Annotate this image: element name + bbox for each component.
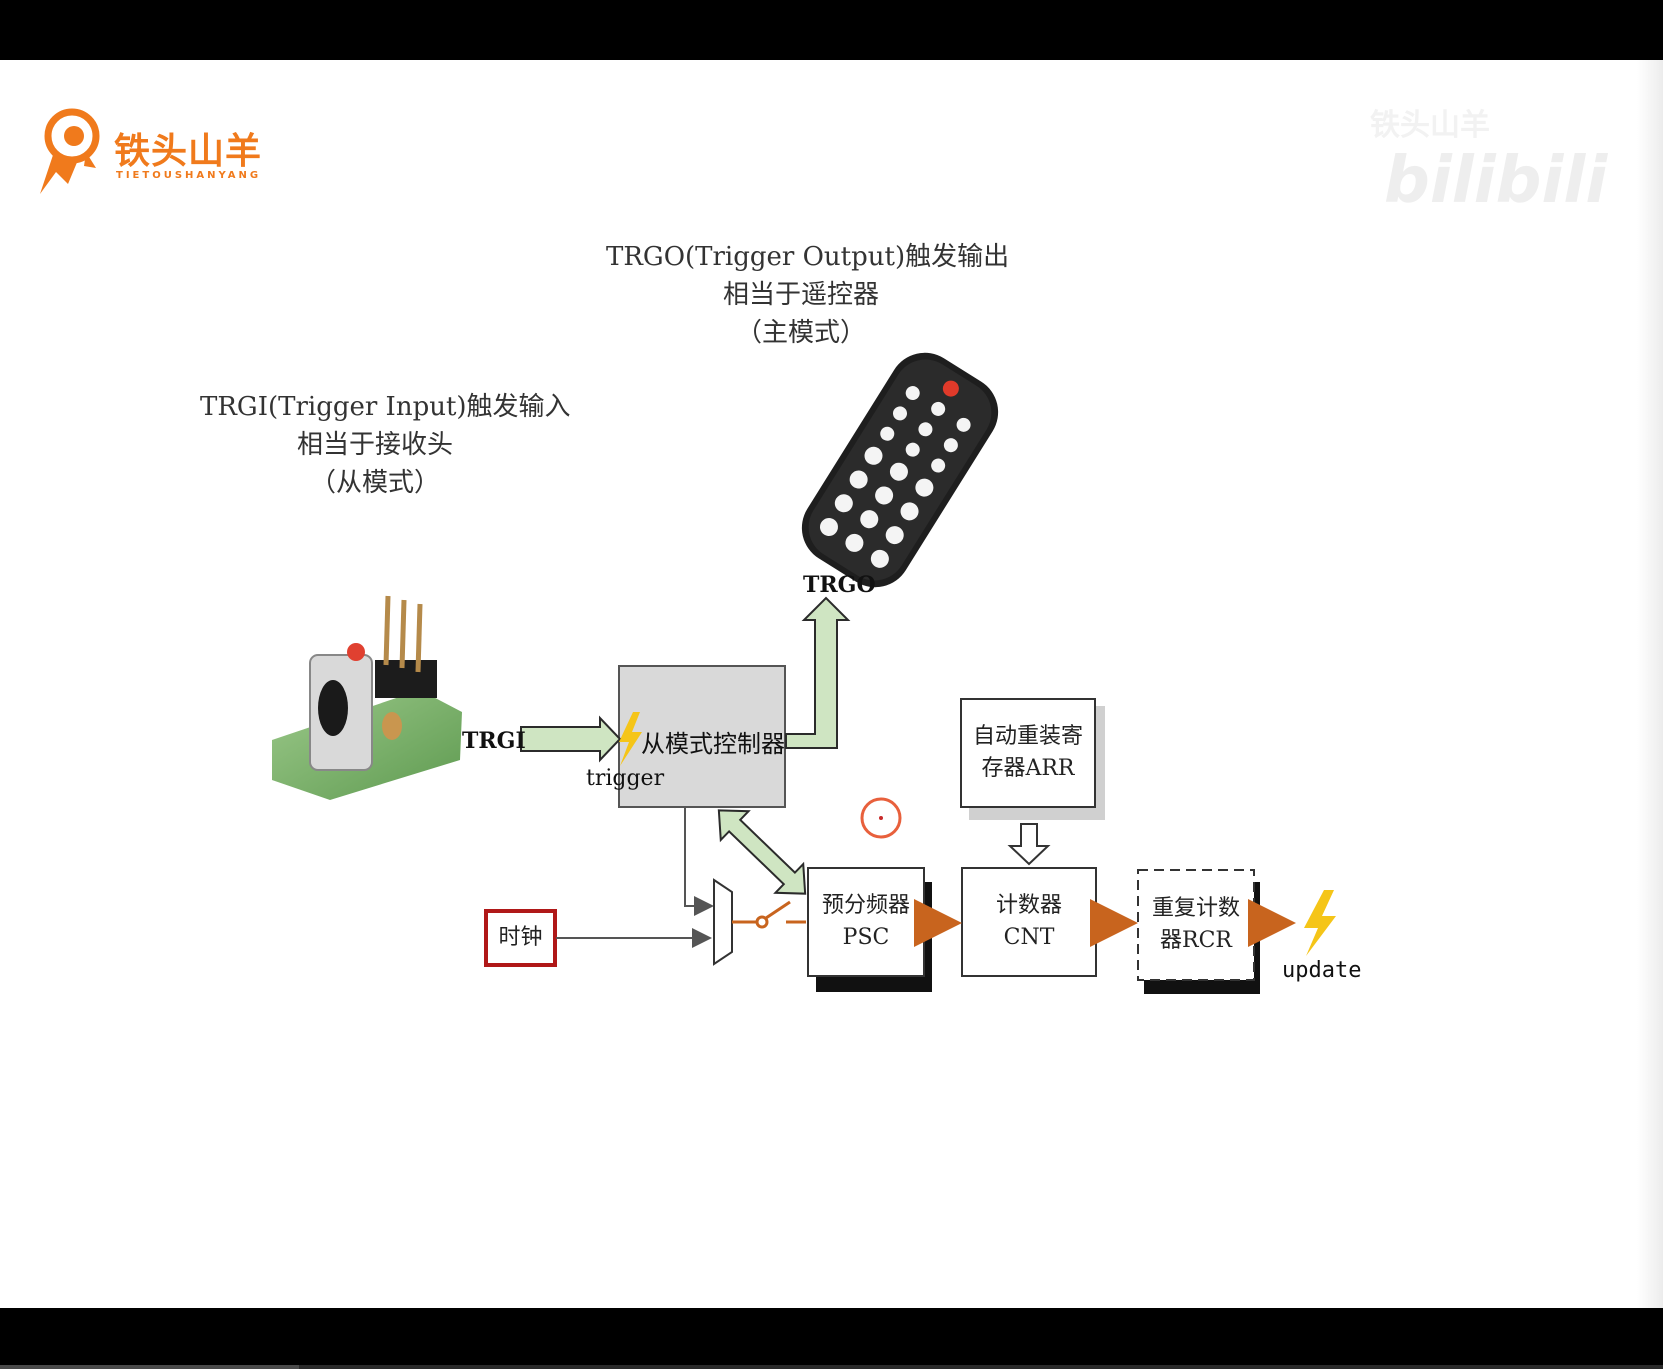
rcr-label-line2: 器RCR: [1160, 928, 1232, 953]
update-label: update: [1282, 958, 1362, 983]
trgo-caption-line3: （主模式）: [735, 318, 866, 348]
switch-icon: [732, 900, 806, 929]
psc-label-line1: 预分频器: [821, 893, 910, 918]
rcr-label-line1: 重复计数: [1151, 896, 1240, 921]
progress-track[interactable]: [0, 1365, 1663, 1369]
cursor-target-icon: [860, 797, 902, 839]
logo-subtitle: TIETOUSHANYANG: [116, 170, 262, 181]
watermark-brand: bilibili: [1384, 144, 1608, 218]
slave-controller-label: 从模式控制器: [641, 730, 785, 758]
trgi-label: TRGI: [462, 728, 526, 754]
rcr-box: [1137, 869, 1255, 981]
arr-label: 自动重装寄 存器ARR: [961, 699, 1095, 807]
rcr-label: 重复计数 器RCR: [1138, 870, 1254, 980]
clock-box: [484, 909, 557, 967]
cnt-label: 计数器 CNT: [962, 868, 1096, 976]
trgi-caption-line2: 相当于接收头: [296, 430, 453, 460]
arr-label-line1: 自动重装寄: [972, 724, 1083, 749]
trgi-caption-line1: TRGI(Trigger Input)触发输入: [200, 392, 571, 422]
trgi-caption-line3: （从模式）: [309, 468, 440, 498]
slide-edge-shade: [1637, 60, 1663, 1308]
trgo-label: TRGO: [803, 572, 876, 598]
arr-box: [960, 698, 1096, 808]
cnt-label-line2: CNT: [1003, 925, 1055, 950]
trgi-caption: TRGI(Trigger Input)触发输入 相当于接收头 （从模式）: [200, 388, 571, 502]
progress-fill: [0, 1365, 300, 1369]
controller-lightning-icon: [619, 712, 642, 766]
trigger-label: trigger: [586, 766, 665, 791]
clock-mux: [713, 878, 733, 966]
trgo-caption: TRGO(Trigger Output)触发输出 相当于遥控器 （主模式）: [606, 238, 1010, 352]
watermark-uploader: 铁头山羊: [1370, 108, 1490, 143]
arr-label-line2: 存器ARR: [981, 756, 1075, 781]
logo: 铁头山羊 TIETOUSHANYANG: [34, 102, 274, 202]
controller-to-mux-line: [684, 808, 714, 916]
remote-control-icon: [801, 352, 999, 588]
update-lightning-icon: [1304, 890, 1336, 956]
trgo-arrow: [785, 596, 851, 749]
player-bottom-bar: [0, 1308, 1663, 1369]
slide: 铁头山羊 TIETOUSHANYANG 铁头山羊bilibili: [0, 60, 1663, 1308]
psc-label: 预分频器 PSC: [808, 868, 924, 976]
trgo-caption-line1: TRGO(Trigger Output)触发输出: [606, 242, 1010, 272]
ir-receiver-module-icon: [272, 595, 462, 800]
controller-psc-double-arrow: [717, 809, 807, 895]
goat-logo-icon: [40, 108, 100, 194]
cnt-label-line1: 计数器: [995, 893, 1062, 918]
logo-name: 铁头山羊: [114, 131, 263, 172]
trgo-caption-line2: 相当于遥控器: [722, 280, 879, 310]
arr-to-cnt-arrow: [1007, 823, 1051, 866]
psc-label-line2: PSC: [842, 925, 890, 950]
clock-label: 时钟: [498, 925, 543, 950]
trgi-arrow: [520, 715, 622, 763]
cnt-box: [961, 867, 1097, 977]
watermark: 铁头山羊bilibili: [1370, 100, 1663, 218]
